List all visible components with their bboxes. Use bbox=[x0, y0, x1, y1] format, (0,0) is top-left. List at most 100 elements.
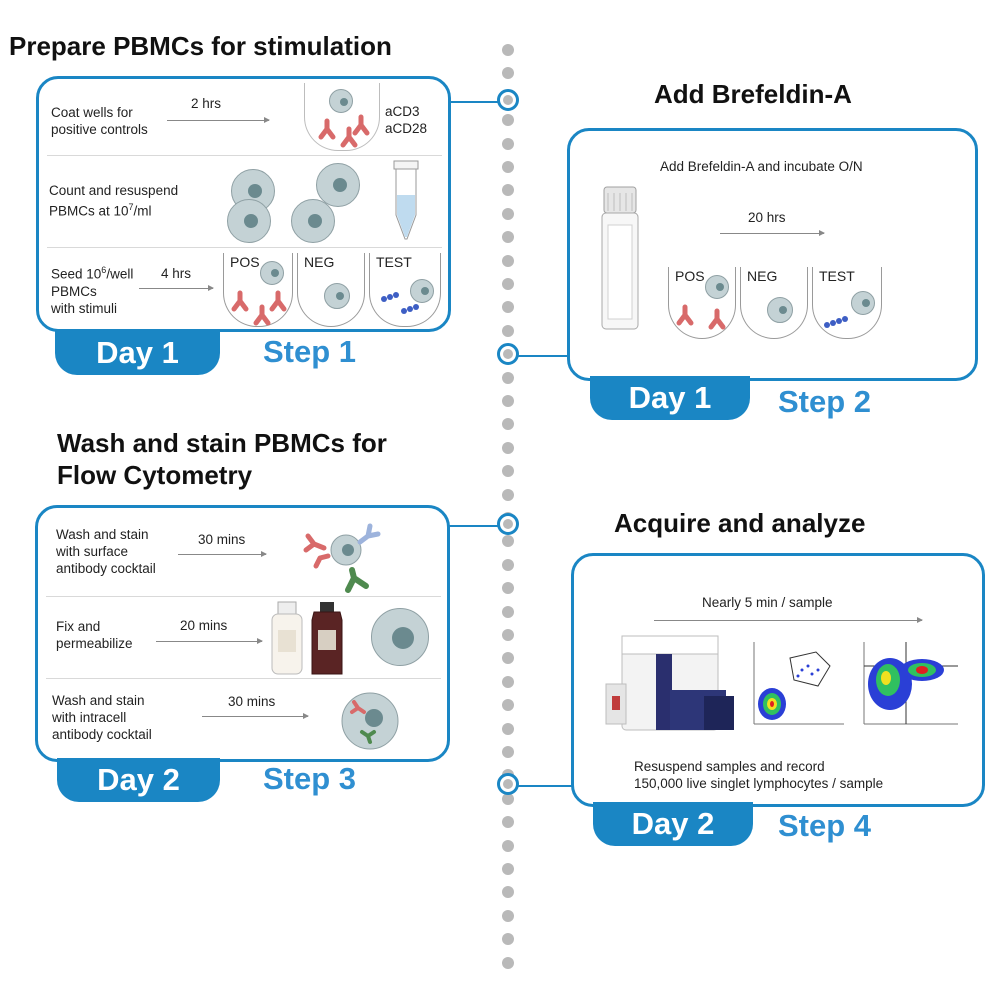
step3-row2-duration: 20 mins bbox=[180, 618, 228, 633]
step1-row3-duration: 4 hrs bbox=[161, 266, 192, 281]
divider bbox=[47, 155, 442, 156]
timeline-dot bbox=[502, 324, 514, 337]
coated-well bbox=[304, 83, 380, 151]
flow-cytometer-icon bbox=[605, 635, 734, 731]
timeline-dot bbox=[502, 441, 514, 454]
stained-cell-icon bbox=[303, 523, 381, 593]
cell-icon bbox=[371, 608, 429, 666]
timeline-dot bbox=[502, 161, 514, 173]
timeline-dot bbox=[502, 114, 514, 127]
step1-row1-duration: 2 hrs bbox=[191, 96, 222, 111]
arrow bbox=[720, 230, 825, 236]
divider bbox=[46, 596, 441, 597]
timeline-dot bbox=[502, 301, 514, 314]
timeline-dot bbox=[502, 44, 514, 56]
step3-row1-duration: 30 mins bbox=[198, 532, 246, 547]
divider bbox=[46, 678, 441, 679]
timeline-dot bbox=[502, 465, 514, 478]
step4-step-label: Step 4 bbox=[778, 808, 872, 843]
timeline-dot bbox=[502, 488, 514, 501]
timeline-dot bbox=[502, 652, 514, 665]
timeline-dot bbox=[502, 558, 514, 571]
timeline-dot bbox=[502, 67, 514, 80]
timeline-marker bbox=[497, 773, 519, 795]
step3-row3-duration: 30 mins bbox=[228, 694, 276, 709]
step1-day-badge: Day 1 bbox=[55, 331, 220, 375]
step2-title: Add Brefeldin-A bbox=[654, 79, 852, 109]
step2-step-label: Step 2 bbox=[778, 384, 872, 419]
step4-day-badge: Day 2 bbox=[593, 802, 753, 846]
step1-row3-text: Seed 106/well PBMCs with stimuli bbox=[51, 265, 134, 316]
timeline-dot bbox=[502, 956, 514, 969]
timeline-dot bbox=[502, 816, 514, 829]
step1-title: Prepare PBMCs for stimulation bbox=[9, 31, 392, 61]
tube-icon bbox=[393, 160, 419, 240]
arrow bbox=[156, 638, 263, 644]
divider bbox=[47, 247, 442, 248]
timeline-marker bbox=[497, 343, 519, 365]
step2-duration: 20 hrs bbox=[748, 210, 786, 225]
step1-row2-text: Count and resuspend PBMCs at 107/ml bbox=[49, 183, 179, 219]
connector bbox=[518, 785, 572, 787]
timeline-marker bbox=[497, 513, 519, 535]
reagent-bottles-icon bbox=[271, 601, 343, 675]
test-well: TEST bbox=[369, 253, 441, 327]
timeline-dot bbox=[502, 605, 514, 618]
arrow bbox=[139, 285, 214, 291]
test-well: TEST bbox=[812, 267, 882, 339]
arrow bbox=[178, 551, 267, 557]
step2-panel: Add Brefeldin-A and incubate O/N 20 hrs … bbox=[567, 128, 978, 381]
timeline-dot bbox=[502, 909, 514, 922]
timeline-dot bbox=[502, 535, 514, 548]
step4-title: Acquire and analyze bbox=[614, 508, 866, 538]
timeline-dot bbox=[502, 839, 514, 852]
timeline-dot bbox=[502, 629, 514, 641]
timeline-dot bbox=[502, 395, 514, 407]
connector bbox=[518, 355, 568, 357]
step4-caption: Nearly 5 min / sample bbox=[702, 595, 833, 610]
neg-well: NEG bbox=[297, 253, 365, 327]
step3-day-badge: Day 2 bbox=[57, 758, 220, 802]
neg-well: NEG bbox=[740, 267, 808, 339]
pos-well: POS bbox=[223, 253, 293, 327]
timeline-dot bbox=[502, 137, 514, 150]
step2-day-badge: Day 1 bbox=[590, 376, 750, 420]
timeline-dot bbox=[502, 863, 514, 875]
timeline-dot bbox=[502, 418, 514, 431]
arrow bbox=[167, 117, 270, 123]
timeline-dot bbox=[502, 231, 514, 244]
antibody-icon bbox=[318, 114, 370, 148]
timeline-dot bbox=[502, 371, 514, 384]
dot-plot-gating bbox=[753, 642, 844, 725]
brefeldin-vial-icon bbox=[601, 186, 639, 330]
intracell-stained-cell-icon bbox=[341, 692, 399, 750]
timeline-dot bbox=[502, 207, 514, 220]
step3-step-label: Step 3 bbox=[263, 761, 357, 796]
timeline-dot bbox=[502, 699, 514, 712]
step4-panel: Nearly 5 min / sample Resuspend samples … bbox=[571, 553, 985, 807]
timeline-dot bbox=[502, 746, 514, 758]
timeline-dot bbox=[502, 886, 514, 899]
arrow bbox=[202, 713, 309, 719]
timeline-dot bbox=[502, 278, 514, 290]
timeline-dot bbox=[502, 184, 514, 197]
timeline-marker bbox=[497, 89, 519, 111]
timeline-dot bbox=[502, 792, 514, 805]
timeline-dot bbox=[502, 675, 514, 688]
step1-step-label: Step 1 bbox=[263, 334, 357, 369]
timeline-dot bbox=[502, 582, 514, 595]
connector bbox=[449, 525, 498, 527]
step2-caption: Add Brefeldin-A and incubate O/N bbox=[660, 159, 863, 174]
connector bbox=[450, 101, 498, 103]
timeline-dot bbox=[502, 722, 514, 735]
timeline-dot bbox=[502, 254, 514, 267]
